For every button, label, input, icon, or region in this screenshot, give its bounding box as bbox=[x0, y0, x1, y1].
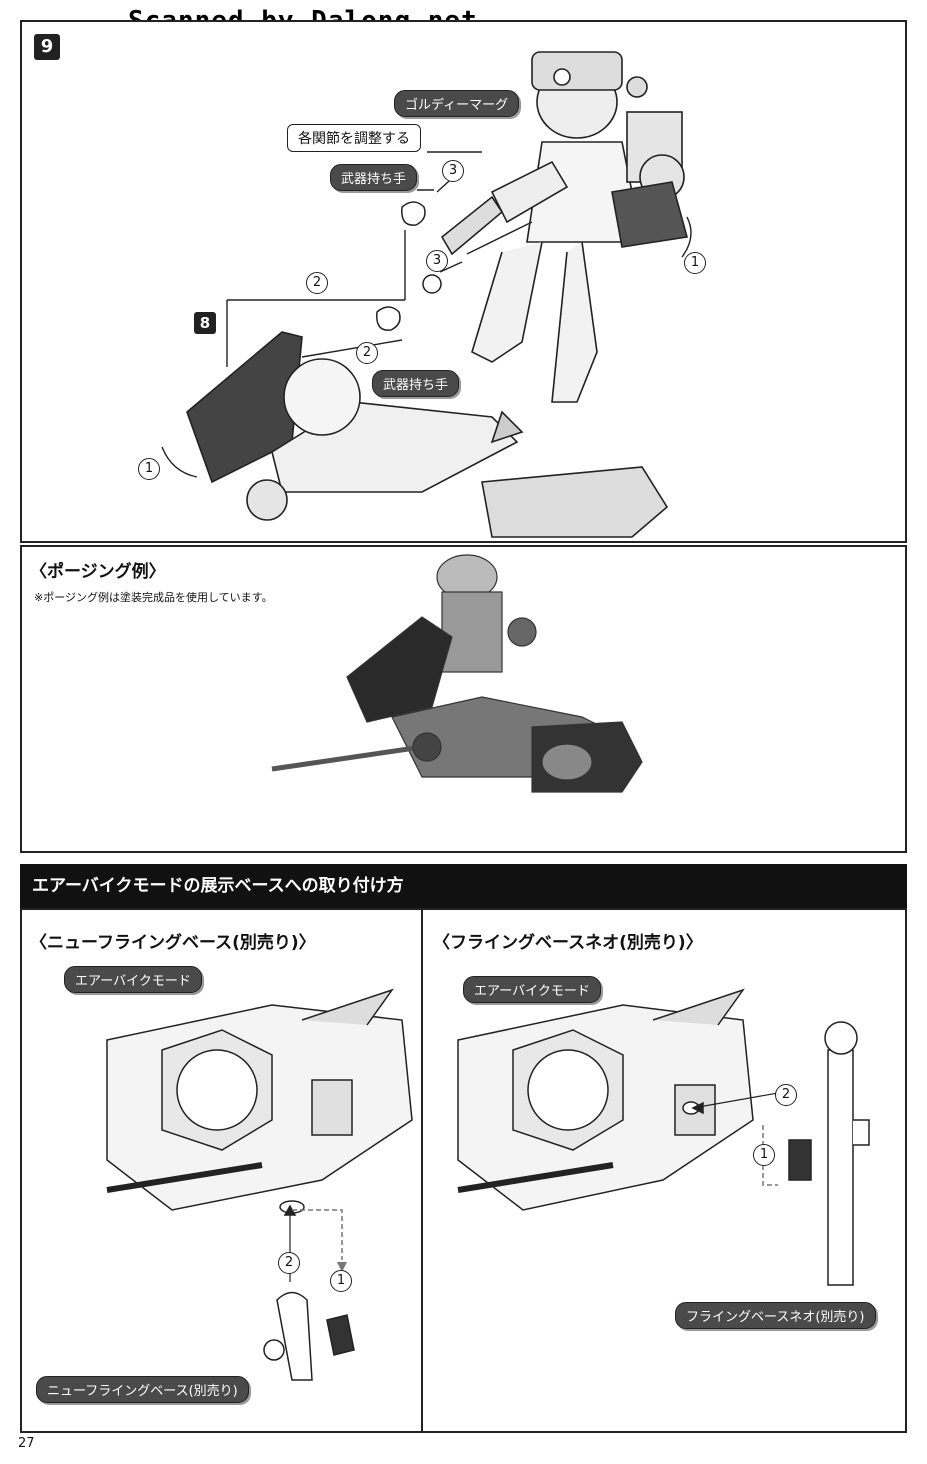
new-flying-base-label: ニューフライングベース(別売り) bbox=[36, 1376, 249, 1403]
new-flying-base-title: 〈ニューフライングベース(別売り)〉 bbox=[30, 933, 316, 953]
left-callout-1: 1 bbox=[330, 1270, 352, 1292]
step-9-panel: 9 bbox=[20, 20, 907, 543]
step-number-badge: 9 bbox=[34, 34, 60, 60]
left-callout-2: 2 bbox=[278, 1252, 300, 1274]
left-mount-illustration bbox=[106, 988, 413, 1381]
callout-3-top: 3 bbox=[442, 160, 464, 182]
reference-step-8-badge: 8 bbox=[194, 312, 216, 334]
callout-2-bottom: 2 bbox=[356, 342, 378, 364]
left-mode-label: エアーバイクモード bbox=[64, 966, 202, 993]
label-weapon-hand-bottom: 武器持ち手 bbox=[372, 370, 460, 397]
flying-base-neo-label: フライングベースネオ(別売り) bbox=[675, 1302, 876, 1329]
posing-photo bbox=[271, 554, 643, 793]
label-adjust-joints: 各関節を調整する bbox=[287, 124, 421, 152]
label-goldy-marg: ゴルディーマーグ bbox=[394, 90, 520, 117]
callout-3-bottom: 3 bbox=[426, 250, 448, 272]
right-mount-illustration bbox=[457, 988, 870, 1286]
flying-base-neo-panel: 〈フライングベースネオ(別売り)〉 エアーバイクモード 2 1 フライングベース… bbox=[421, 908, 907, 1433]
callout-2-top: 2 bbox=[306, 272, 328, 294]
posing-example-panel: 〈ポージング例〉 ※ポージング例は塗装完成品を使用しています。 bbox=[20, 545, 907, 853]
mount-section-header: エアーバイクモードの展示ベースへの取り付け方 bbox=[20, 864, 907, 908]
posing-title: 〈ポージング例〉 bbox=[30, 562, 166, 582]
new-flying-base-panel: 〈ニューフライングベース(別売り)〉 エアーバイクモード 2 1 ニューフライン… bbox=[20, 908, 423, 1433]
right-mode-label: エアーバイクモード bbox=[463, 976, 601, 1003]
right-callout-1: 1 bbox=[753, 1144, 775, 1166]
label-weapon-hand-top: 武器持ち手 bbox=[330, 164, 418, 191]
callout-1-left: 1 bbox=[138, 458, 160, 480]
flying-base-neo-title: 〈フライングベースネオ(別売り)〉 bbox=[433, 933, 703, 953]
right-callout-2: 2 bbox=[775, 1084, 797, 1106]
page-number: 27 bbox=[18, 1436, 35, 1451]
step-9-illustration bbox=[161, 51, 692, 538]
callout-1-right: 1 bbox=[684, 252, 706, 274]
posing-note: ※ポージング例は塗装完成品を使用しています。 bbox=[34, 591, 273, 604]
